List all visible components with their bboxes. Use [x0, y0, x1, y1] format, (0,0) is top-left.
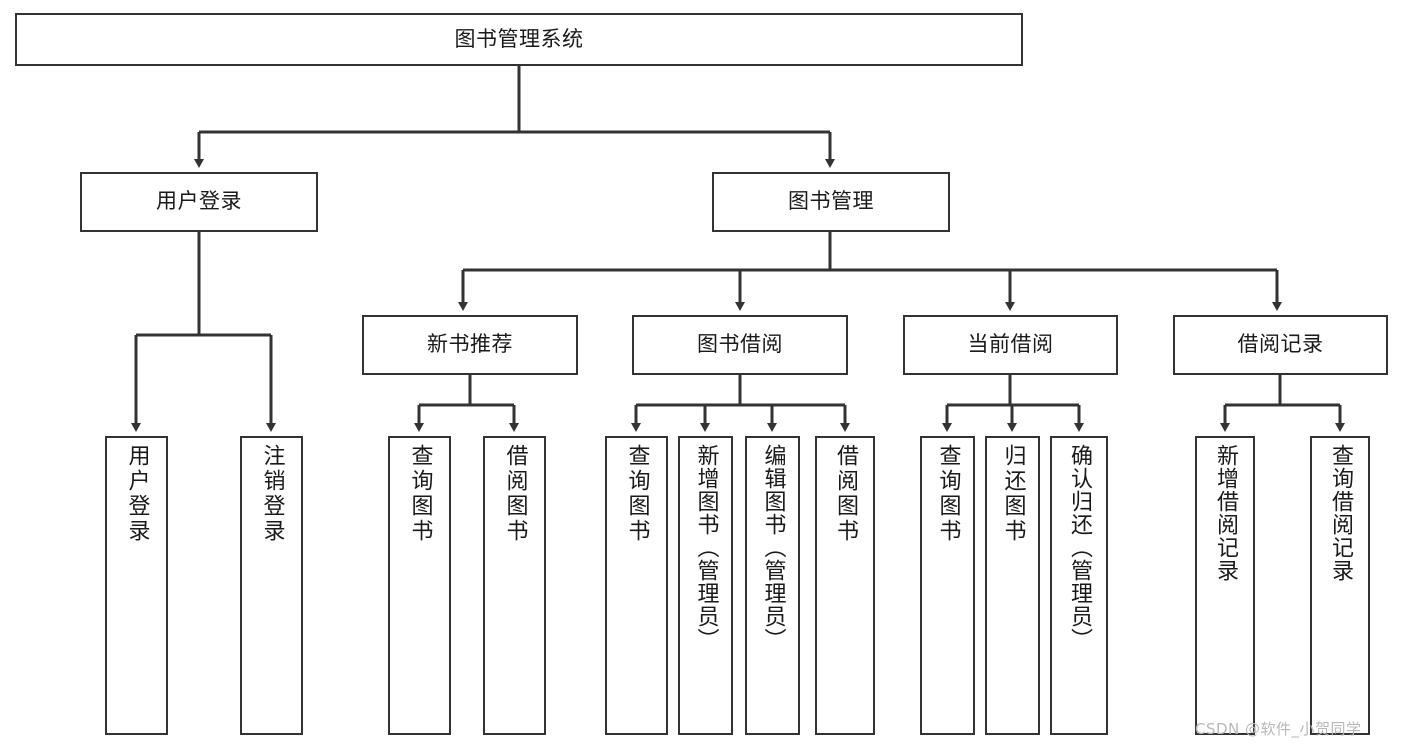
node-root[interactable]: 图书管理系统	[15, 13, 1023, 66]
node-root-label: 图书管理系统	[454, 26, 584, 51]
leaf-confirm-return-admin-label: 确认归还（管理员）	[1067, 444, 1092, 651]
node-borrow-record[interactable]: 借阅记录	[1173, 315, 1388, 375]
leaf-borrow-book[interactable]: 借阅图书	[815, 436, 875, 735]
leaf-query-borrow-record[interactable]: 查询借阅记录	[1310, 436, 1370, 735]
leaf-query-book-current[interactable]: 查询图书	[920, 436, 975, 735]
leaf-query-borrow-record-label: 查询借阅记录	[1328, 444, 1353, 582]
leaf-query-book-borrow-label: 查询图书	[624, 444, 650, 544]
leaf-add-book-admin[interactable]: 新增图书（管理员）	[678, 436, 733, 735]
leaf-edit-book-admin-label: 编辑图书（管理员）	[760, 444, 786, 651]
node-user-login-label: 用户登录	[156, 189, 242, 214]
node-current-borrow-label: 当前借阅	[967, 332, 1054, 357]
leaf-query-book-recommend-label: 查询图书	[407, 444, 433, 544]
node-borrow-record-label: 借阅记录	[1237, 332, 1324, 357]
node-book-management-label: 图书管理	[788, 189, 874, 214]
node-user-login[interactable]: 用户登录	[80, 172, 318, 232]
leaf-edit-book-admin[interactable]: 编辑图书（管理员）	[745, 436, 800, 735]
node-new-book-recommend-label: 新书推荐	[427, 332, 513, 357]
leaf-query-book-current-label: 查询图书	[935, 444, 961, 544]
leaf-add-book-admin-label: 新增图书（管理员）	[693, 444, 719, 651]
leaf-logout-label: 注销登录	[259, 444, 285, 544]
leaf-logout[interactable]: 注销登录	[240, 436, 303, 735]
node-current-borrow[interactable]: 当前借阅	[903, 315, 1118, 375]
leaf-borrow-book-label: 借阅图书	[833, 444, 858, 544]
leaf-user-login-label: 用户登录	[124, 444, 150, 544]
leaf-query-book-recommend[interactable]: 查询图书	[388, 436, 451, 735]
leaf-add-borrow-record-label: 新增借阅记录	[1213, 444, 1238, 582]
node-book-borrow[interactable]: 图书借阅	[632, 315, 848, 375]
leaf-return-book-label: 归还图书	[1000, 444, 1026, 544]
leaf-borrow-book-recommend-label: 借阅图书	[502, 444, 528, 544]
node-new-book-recommend[interactable]: 新书推荐	[362, 315, 578, 375]
node-book-management[interactable]: 图书管理	[712, 172, 950, 232]
leaf-confirm-return-admin[interactable]: 确认归还（管理员）	[1050, 436, 1108, 735]
leaf-return-book[interactable]: 归还图书	[985, 436, 1040, 735]
csdn-watermark: CSDN @软件_小贺同学	[1195, 720, 1362, 738]
leaf-borrow-book-recommend[interactable]: 借阅图书	[483, 436, 546, 735]
leaf-query-book-borrow[interactable]: 查询图书	[605, 436, 668, 735]
leaf-user-login[interactable]: 用户登录	[105, 436, 168, 735]
leaf-add-borrow-record[interactable]: 新增借阅记录	[1195, 436, 1255, 735]
node-book-borrow-label: 图书借阅	[697, 332, 783, 357]
